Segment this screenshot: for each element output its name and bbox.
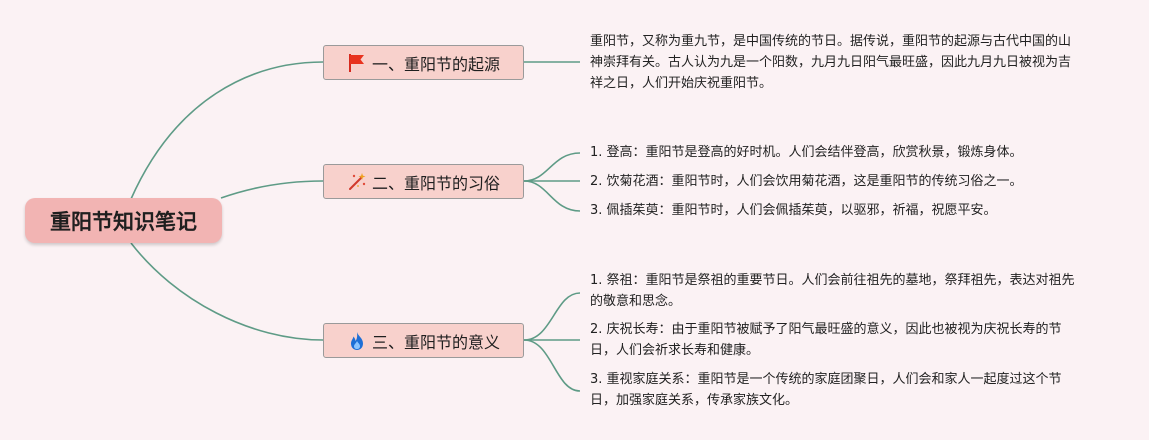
branch-customs-label: 二、重阳节的习俗 <box>371 173 500 193</box>
branch-customs[interactable]: 二、重阳节的习俗 <box>323 164 524 199</box>
red-flag-icon <box>347 53 367 73</box>
fire-icon <box>347 331 367 351</box>
sparkle-wand-icon <box>347 172 367 192</box>
leaf-meaning-3[interactable]: 3. 重视家庭关系：重阳节是一个传统的家庭团聚日，人们会和家人一起度过这个节日，… <box>590 372 1062 408</box>
connector-root-to-customs <box>220 180 324 199</box>
connector-customs-to-leaf-3 <box>523 180 581 212</box>
connector-root-to-origin <box>130 61 324 200</box>
branch-meaning[interactable]: 三、重阳节的意义 <box>323 323 524 358</box>
leaf-meaning-2[interactable]: 2. 庆祝长寿：由于重阳节被赋予了阳气最旺盛的意义，因此也被视为庆祝长寿的节日，… <box>590 322 1062 358</box>
root-topic[interactable]: 重阳节知识笔记 <box>25 198 222 243</box>
leaf-origin-1[interactable]: 重阳节，又称为重九节，是中国传统的节日。据传说，重阳节的起源与古代中国的山神崇拜… <box>590 34 1072 91</box>
leaf-meaning-1[interactable]: 1. 祭祖：重阳节是祭祖的重要节日。人们会前往祖先的墓地，祭拜祖先，表达对祖先的… <box>590 273 1075 309</box>
connector-meaning-to-leaf-3 <box>523 339 581 392</box>
branch-meaning-label: 三、重阳节的意义 <box>371 332 500 352</box>
branch-origin-label: 一、重阳节的起源 <box>371 54 500 74</box>
leaf-customs-2[interactable]: 2. 饮菊花酒：重阳节时，人们会饮用菊花酒，这是重阳节的传统习俗之一。 <box>590 174 1023 189</box>
connector-root-to-meaning <box>130 242 324 341</box>
connector-meaning-to-leaf-1 <box>523 292 581 341</box>
branch-origin[interactable]: 一、重阳节的起源 <box>323 45 524 80</box>
connector-customs-to-leaf-1 <box>523 152 581 182</box>
leaf-customs-3[interactable]: 3. 佩插茱萸：重阳节时，人们会佩插茱萸，以驱邪，祈福，祝愿平安。 <box>590 203 997 218</box>
leaf-customs-1[interactable]: 1. 登高：重阳节是登高的好时机。人们会结伴登高，欣赏秋景，锻炼身体。 <box>590 145 1023 160</box>
